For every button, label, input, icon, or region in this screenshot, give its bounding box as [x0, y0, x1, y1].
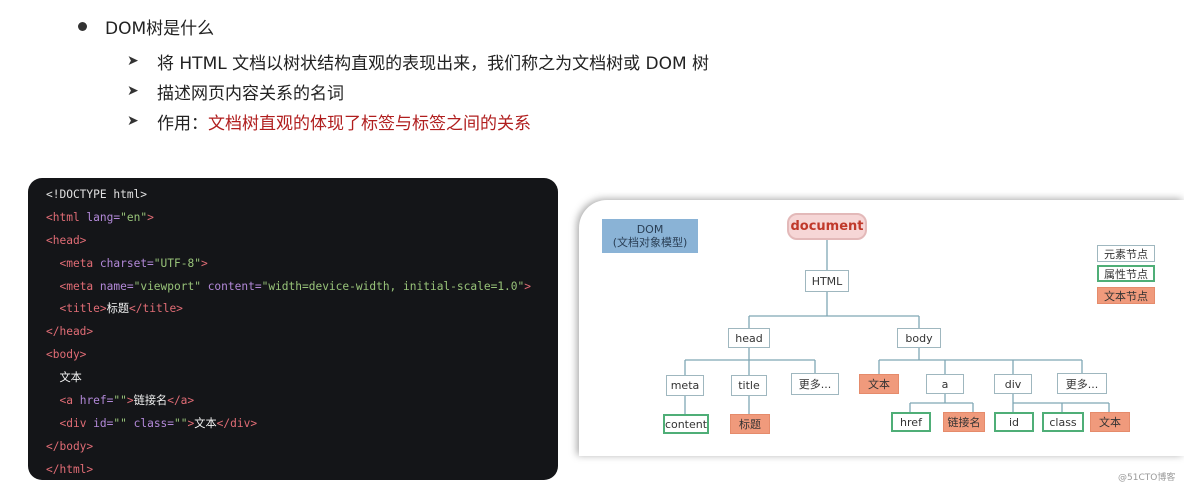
code-tag: <html: [46, 210, 80, 224]
bullet-sub-2: ➤ 描述网页内容关系的名词: [127, 76, 709, 106]
bullet-sub-1: ➤ 将 HTML 文档以树状结构直观的表现出来，我们称之为文档树或 DOM 树: [127, 46, 709, 76]
node-text-body: 文本: [859, 374, 899, 394]
code-tag: </div>: [216, 416, 258, 430]
code-line: <meta charset="UTF-8">: [46, 253, 558, 276]
code-string: "": [113, 394, 127, 408]
node-text-div: 文本: [1090, 412, 1130, 432]
dom-tree-diagram: DOM (文档对象模型) document HTML head body met…: [579, 200, 1184, 456]
code-tag: <a: [59, 394, 73, 408]
bullet-list: DOM树是什么 ➤ 将 HTML 文档以树状结构直观的表现出来，我们称之为文档树…: [72, 12, 709, 136]
code-line: </head>: [46, 321, 558, 344]
code-line: </html>: [46, 459, 558, 482]
dom-title-line2: (文档对象模型): [612, 236, 688, 249]
bullet-main: DOM树是什么: [72, 12, 709, 40]
node-div: div: [994, 374, 1032, 394]
dom-title-box: DOM (文档对象模型): [602, 219, 698, 253]
code-text: 文本: [194, 416, 217, 430]
bullet-dot-icon: [78, 21, 87, 31]
node-more-body: 更多...: [1057, 373, 1107, 394]
code-tag: >: [187, 416, 195, 430]
code-block: <!DOCTYPE html> <html lang="en"> <head> …: [28, 178, 558, 480]
bullet-sub-3-prefix: 作用：: [157, 113, 208, 134]
code-tag: </title>: [129, 302, 183, 316]
code-string: "viewport": [133, 279, 201, 293]
code-text: 链接名: [133, 394, 168, 408]
code-string: "UTF-8": [153, 256, 201, 270]
code-attr: content=: [200, 279, 262, 293]
code-line: 文本: [46, 367, 558, 390]
bullet-main-text: DOM树是什么: [105, 18, 215, 39]
code-tag: </head>: [46, 325, 94, 339]
code-line: <a href="">链接名</a>: [46, 390, 558, 413]
code-text: 标题: [106, 302, 130, 316]
code-text: 文本: [59, 371, 82, 385]
arrow-bullet-icon: ➤: [127, 53, 139, 69]
code-tag: <meta: [59, 279, 94, 293]
code-tag: </a>: [167, 394, 195, 408]
code-line: <title>标题</title>: [46, 298, 558, 321]
code-tag: >: [200, 256, 208, 270]
code-line: <div id="" class="">文本</div>: [46, 413, 558, 436]
code-attr: id=: [86, 416, 114, 430]
code-string: "width=device-width, initial-scale=1.0": [261, 279, 525, 293]
code-doctype: <!DOCTYPE html>: [46, 188, 148, 201]
code-attr: name=: [93, 279, 134, 293]
dom-title-line1: DOM: [636, 223, 664, 236]
legend-element-node: 元素节点: [1097, 245, 1155, 262]
code-tag: <body>: [46, 348, 87, 362]
code-line: <html lang="en">: [46, 207, 558, 230]
code-line: </body>: [46, 436, 558, 459]
node-html: HTML: [805, 270, 849, 292]
code-line: <body>: [46, 344, 558, 367]
node-a: a: [926, 374, 964, 394]
legend-text-node: 文本节点: [1097, 287, 1155, 304]
code-tag: >: [147, 210, 154, 224]
bullet-sub-3: ➤ 作用：文档树直观的体现了标签与标签之间的关系: [127, 106, 709, 136]
code-tag: <title>: [59, 302, 107, 316]
node-head: head: [728, 328, 770, 348]
code-tag: <div: [59, 416, 87, 430]
code-tag: <head>: [46, 233, 87, 247]
code-string: "": [174, 416, 188, 430]
bullet-sub-1-text: 将 HTML 文档以树状结构直观的表现出来，我们称之为文档树或 DOM 树: [157, 53, 710, 74]
node-text-link: 链接名: [943, 412, 985, 432]
node-more-head: 更多...: [791, 373, 839, 395]
code-line: <!DOCTYPE html>: [46, 184, 558, 207]
code-attr: charset=: [93, 256, 154, 270]
node-text-title: 标题: [730, 414, 770, 434]
node-attr-href: href: [891, 412, 931, 432]
legend-attribute-node: 属性节点: [1097, 265, 1155, 282]
code-line: <meta name="viewport" content="width=dev…: [46, 276, 558, 299]
code-tag: </html>: [46, 462, 94, 476]
code-string: "en": [120, 210, 148, 224]
code-tag: >: [524, 279, 532, 293]
arrow-bullet-icon: ➤: [127, 113, 139, 129]
node-attr-id: id: [994, 412, 1034, 432]
code-tag: </body>: [46, 439, 94, 453]
code-tag: <meta: [59, 256, 94, 270]
arrow-bullet-icon: ➤: [127, 83, 139, 99]
code-attr: href=: [72, 394, 114, 408]
watermark: @51CTO博客: [1118, 473, 1176, 483]
bullet-sub-3-highlight: 文档树直观的体现了标签与标签之间的关系: [208, 113, 531, 134]
code-tag: >: [126, 394, 134, 408]
node-attr-content: content: [663, 414, 709, 434]
code-string: "": [113, 416, 127, 430]
node-body: body: [897, 328, 941, 348]
code-attr: lang=: [79, 210, 121, 224]
node-attr-class: class: [1042, 412, 1084, 432]
code-line: <head>: [46, 230, 558, 253]
node-document: document: [787, 213, 867, 240]
node-title: title: [731, 375, 767, 396]
node-meta: meta: [666, 375, 704, 396]
bullet-sub-2-text: 描述网页内容关系的名词: [157, 83, 344, 104]
code-attr: class=: [126, 416, 175, 430]
